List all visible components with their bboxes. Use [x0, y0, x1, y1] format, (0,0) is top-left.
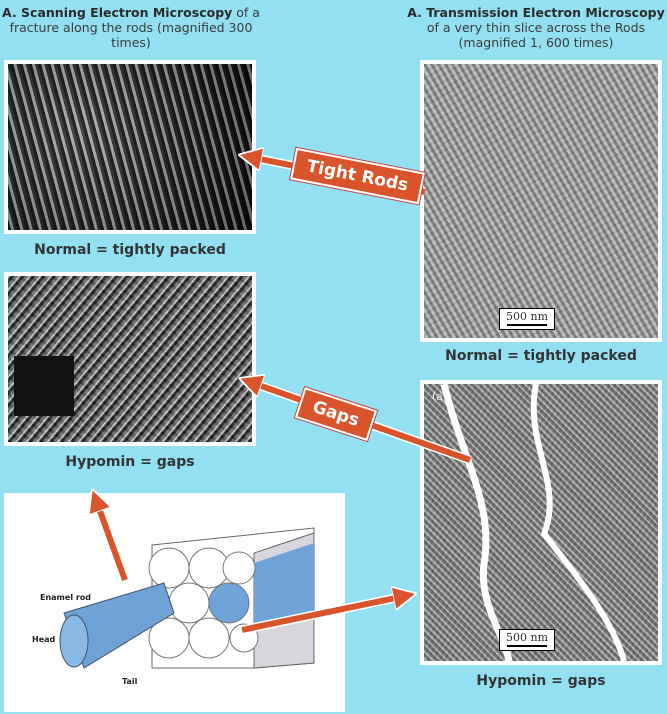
sem-title: A. Scanning Electron Microscopy of a fra… — [2, 5, 260, 50]
tem-hypomin-caption: Hypomin = gaps — [476, 673, 606, 689]
tight-rods-callout: Tight Rods — [290, 147, 425, 205]
sem-hypomin-image — [4, 272, 256, 446]
panel-label: (a) — [432, 390, 448, 403]
tail-label: Tail — [122, 677, 138, 686]
gaps-callout: Gaps — [294, 387, 377, 441]
tem-hypomin-image: (a) 500 nm — [420, 380, 662, 665]
scale-bar: 500 nm — [499, 308, 556, 330]
tem-normal-caption: Normal = tightly packed — [445, 348, 637, 364]
enamel-rod-diagram: Enamel rod Head Tail — [4, 493, 345, 712]
scale-bar: 500 nm — [499, 629, 556, 651]
tem-title: A. Transmission Electron Microscopy of a… — [407, 5, 665, 50]
head-label: Head — [32, 635, 56, 644]
sem-normal-image — [4, 60, 256, 234]
enamel-rod-label: Enamel rod — [40, 593, 91, 602]
tem-normal-image: 500 nm — [420, 60, 662, 342]
sem-hypomin-caption: Hypomin = gaps — [65, 454, 195, 470]
sem-normal-caption: Normal = tightly packed — [34, 242, 226, 258]
